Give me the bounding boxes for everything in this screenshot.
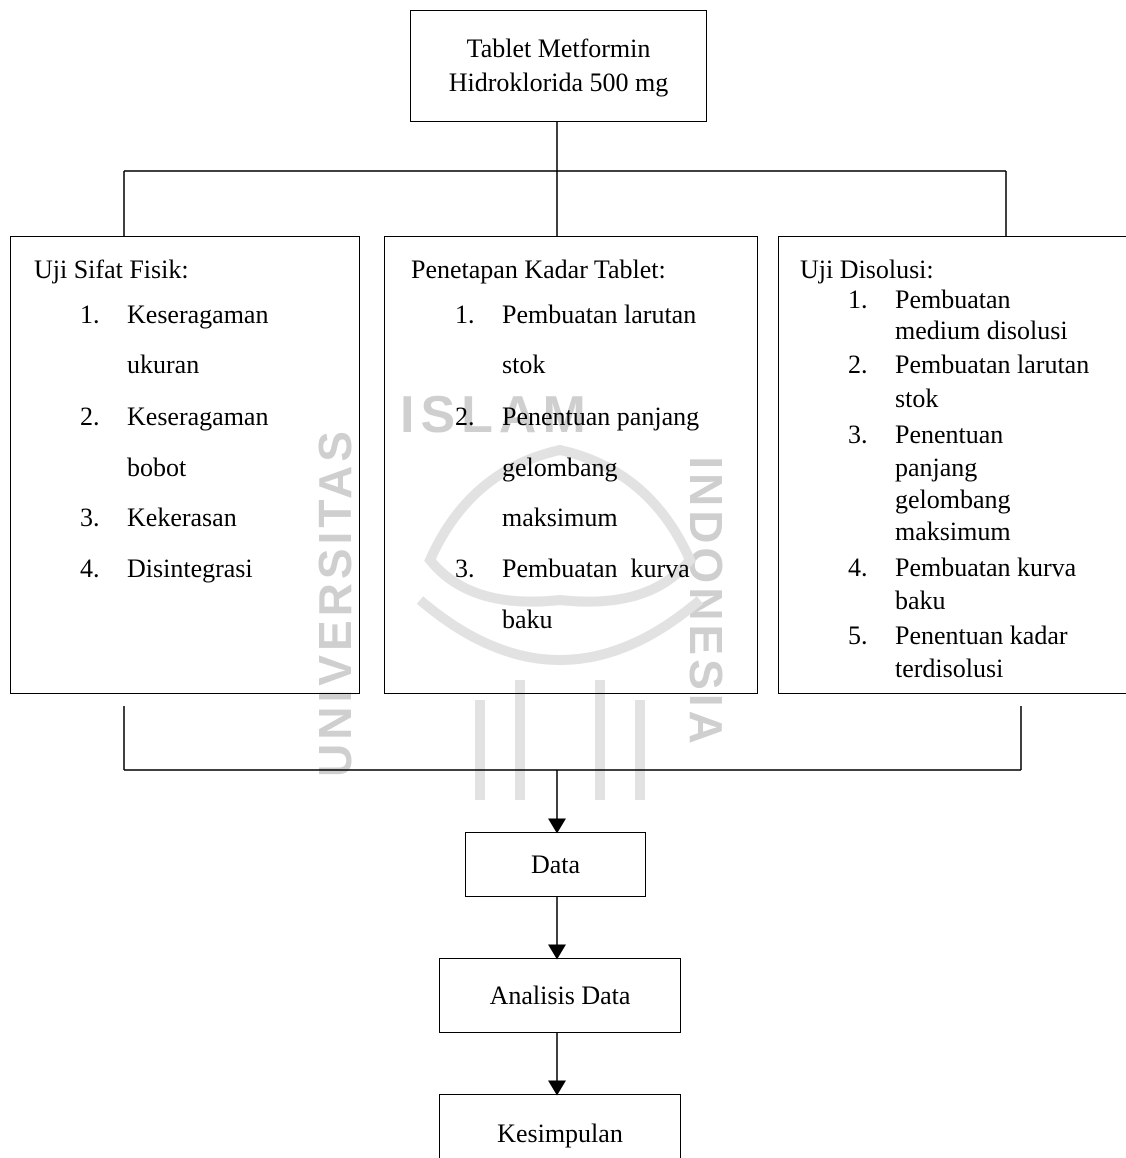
dissolution-item-5-line2: terdisolusi bbox=[895, 654, 1004, 683]
assay-item-2-line2: gelombang bbox=[502, 453, 618, 482]
dissolution-item-1-line1: Pembuatan bbox=[895, 285, 1011, 314]
top-box: Tablet Metformin Hidroklorida 500 mg bbox=[410, 10, 707, 122]
data-box-label: Data bbox=[530, 849, 581, 879]
assay-item-3-line1: Pembuatan kurva bbox=[502, 554, 690, 583]
dissolution-item-5-line1: Penentuan kadar bbox=[895, 621, 1068, 650]
analysis-box-label: Analisis Data bbox=[489, 980, 631, 1010]
dissolution-num-3: 3. bbox=[848, 420, 868, 449]
dissolution-num-2: 2. bbox=[848, 350, 868, 379]
assay-box bbox=[384, 236, 758, 694]
physical-test-item-1-line2: ukuran bbox=[127, 350, 200, 379]
physical-test-num-3: 3. bbox=[80, 503, 100, 532]
dissolution-num-5: 5. bbox=[848, 621, 868, 650]
dissolution-item-4-line2: baku bbox=[895, 586, 946, 615]
assay-num-3: 3. bbox=[455, 554, 475, 583]
physical-test-num-2: 2. bbox=[80, 402, 100, 431]
physical-test-item-1-line1: Keseragaman bbox=[127, 300, 269, 329]
dissolution-box bbox=[778, 236, 1126, 694]
top-box-line1: Tablet Metformin bbox=[466, 34, 651, 63]
physical-test-num-1: 1. bbox=[80, 300, 100, 329]
dissolution-num-1: 1. bbox=[848, 285, 868, 314]
assay-num-2: 2. bbox=[455, 402, 475, 431]
dissolution-item-1-line2: medium disolusi bbox=[895, 316, 1068, 345]
dissolution-item-3-line4: maksimum bbox=[895, 517, 1011, 546]
assay-num-1: 1. bbox=[455, 300, 475, 329]
physical-test-box bbox=[10, 236, 360, 694]
dissolution-item-2-line2: stok bbox=[895, 384, 939, 413]
physical-test-item-2-line1: Keseragaman bbox=[127, 402, 269, 431]
dissolution-item-2-line1: Pembuatan larutan bbox=[895, 350, 1090, 379]
watermark-top-text: ISLAM bbox=[400, 386, 592, 444]
dissolution-item-4-line1: Pembuatan kurva bbox=[895, 553, 1077, 582]
physical-test-item-4-line1: Disintegrasi bbox=[127, 554, 253, 583]
assay-item-1-line1: Pembuatan larutan bbox=[502, 300, 697, 329]
physical-test-item-2-line2: bobot bbox=[127, 453, 187, 482]
physical-test-item-3-line1: Kekerasan bbox=[127, 503, 237, 532]
assay-item-3-line2: baku bbox=[502, 605, 553, 634]
assay-item-2-line3: maksimum bbox=[502, 503, 618, 532]
top-box-line2: Hidroklorida 500 mg bbox=[448, 68, 669, 97]
analysis-box: Analisis Data bbox=[439, 958, 681, 1033]
dissolution-item-3-line2: panjang bbox=[895, 453, 978, 482]
dissolution-item-3-line1: Penentuan bbox=[895, 420, 1004, 449]
assay-title: Penetapan Kadar Tablet: bbox=[411, 255, 666, 284]
dissolution-item-3-line3: gelombang bbox=[895, 485, 1011, 514]
dissolution-title: Uji Disolusi: bbox=[800, 255, 934, 284]
assay-item-2-line1: Penentuan panjang bbox=[502, 402, 700, 431]
assay-item-1-line2: stok bbox=[502, 350, 546, 379]
conclusion-box-label: Kesimpulan bbox=[497, 1119, 623, 1148]
data-box: Data bbox=[465, 832, 646, 897]
conclusion-box: Kesimpulan bbox=[439, 1094, 681, 1158]
physical-test-num-4: 4. bbox=[80, 554, 100, 583]
dissolution-num-4: 4. bbox=[848, 553, 868, 582]
physical-test-title: Uji Sifat Fisik: bbox=[34, 255, 189, 284]
